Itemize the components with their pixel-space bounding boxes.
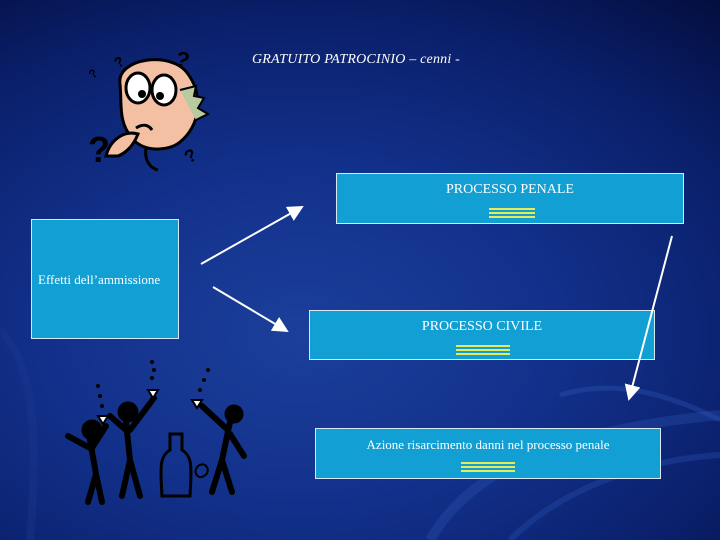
party-people-clipart (62, 356, 252, 510)
arrow-to-azione (629, 236, 672, 399)
arrow-to-civile (213, 287, 287, 331)
arrow-to-penale (201, 207, 302, 264)
